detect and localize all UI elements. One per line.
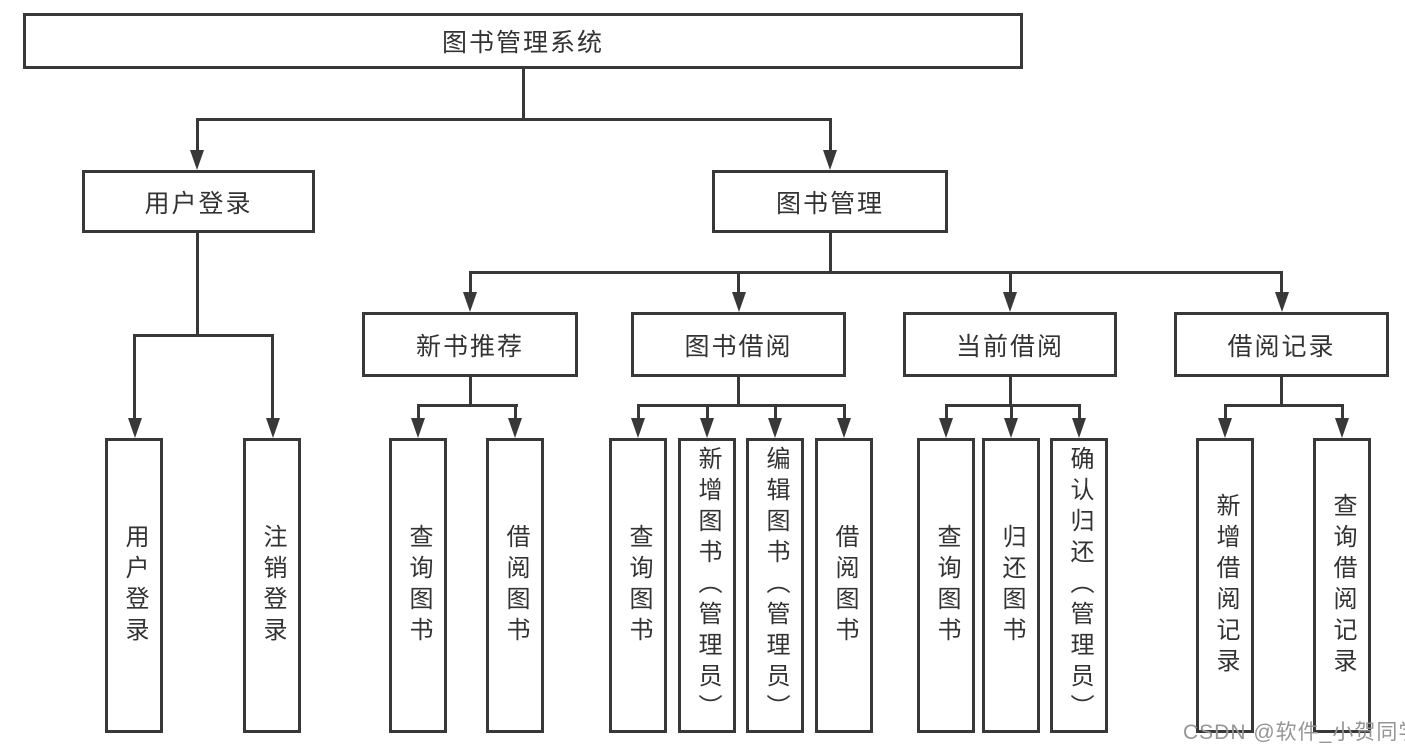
- connector-line: [133, 334, 136, 420]
- node-label: 新增借阅记录: [1212, 492, 1239, 679]
- leaf-return-books: 归还图书: [982, 438, 1040, 733]
- connector-line: [513, 404, 517, 420]
- connector-line: [1008, 377, 1012, 407]
- arrowhead-down-icon: [1335, 418, 1349, 438]
- leaf-confirm-return-admin: 确认归还（管理员）: [1050, 438, 1108, 733]
- leaf-query-books-current: 查询图书: [917, 438, 975, 733]
- leaf-borrow-books: 借阅图书: [815, 438, 873, 733]
- node-user-login: 用户登录: [82, 170, 315, 233]
- arrowhead-down-icon: [411, 418, 425, 438]
- connector-line: [1008, 271, 1012, 294]
- leaf-edit-books-admin: 编辑图书（管理员）: [746, 438, 804, 733]
- connector-line: [944, 404, 1081, 407]
- node-book-management: 图书管理: [712, 170, 948, 233]
- node-label: 查询图书: [405, 523, 432, 648]
- node-label: 图书管理: [775, 189, 884, 218]
- arrowhead-down-icon: [837, 418, 851, 438]
- leaf-query-borrow-record: 查询借阅记录: [1313, 438, 1371, 733]
- arrowhead-down-icon: [1274, 292, 1289, 312]
- arrowhead-down-icon: [508, 418, 522, 438]
- connector-line: [773, 404, 777, 420]
- connector-line: [468, 271, 1283, 274]
- connector-line: [133, 334, 274, 337]
- node-label: 归还图书: [998, 523, 1025, 648]
- connector-line: [1280, 271, 1283, 294]
- node-label: 用户登录: [144, 189, 253, 218]
- arrowhead-down-icon: [1003, 292, 1017, 312]
- connector-line: [636, 404, 640, 420]
- connector-line: [521, 69, 525, 121]
- connector-line: [636, 404, 846, 407]
- node-new-book-recommendation: 新书推荐: [362, 312, 578, 377]
- node-label: 查询图书: [933, 523, 960, 648]
- csdn-watermark: CSDN @软件_小贺同学: [1183, 721, 1405, 744]
- arrowhead-down-icon: [190, 150, 204, 170]
- node-label: 查询借阅记录: [1329, 492, 1356, 679]
- node-label: 查询图书: [625, 523, 652, 648]
- node-borrowing-records: 借阅记录: [1174, 312, 1389, 377]
- arrowhead-down-icon: [823, 150, 837, 170]
- node-label: 当前借阅: [955, 332, 1064, 361]
- connector-line: [828, 233, 832, 274]
- leaf-add-borrow-record: 新增借阅记录: [1196, 438, 1254, 733]
- arrowhead-down-icon: [1004, 418, 1018, 438]
- connector-line: [1077, 404, 1081, 420]
- node-label: 用户登录: [121, 523, 148, 648]
- arrowhead-down-icon: [1072, 418, 1086, 438]
- arrowhead-down-icon: [768, 418, 782, 438]
- node-library-management-system: 图书管理系统: [23, 13, 1023, 69]
- arrowhead-down-icon: [631, 418, 645, 438]
- connector-line: [737, 271, 740, 294]
- connector-line: [468, 271, 472, 294]
- connector-line: [1280, 377, 1283, 407]
- node-label: 借阅图书: [831, 523, 858, 648]
- node-label: 编辑图书（管理员）: [762, 446, 789, 725]
- leaf-borrow-books-recommend: 借阅图书: [486, 438, 544, 733]
- connector-line: [1223, 404, 1344, 407]
- node-label: 借阅记录: [1227, 332, 1336, 361]
- connector-line: [468, 377, 472, 407]
- connector-line: [195, 233, 199, 337]
- arrowhead-down-icon: [700, 418, 714, 438]
- arrowhead-down-icon: [463, 292, 477, 312]
- arrowhead-down-icon: [731, 292, 746, 312]
- leaf-add-books-admin: 新增图书（管理员）: [678, 438, 736, 733]
- leaf-query-books-recommend: 查询图书: [389, 438, 447, 733]
- arrowhead-down-icon: [1218, 418, 1232, 438]
- connector-line: [842, 404, 846, 420]
- connector-line: [944, 404, 948, 420]
- connector-line: [416, 404, 518, 407]
- node-label: 新书推荐: [415, 332, 524, 361]
- leaf-user-login: 用户登录: [105, 438, 163, 733]
- connector-line: [271, 334, 274, 420]
- arrowhead-down-icon: [939, 418, 953, 438]
- node-label: 图书借阅: [684, 332, 793, 361]
- connector-line: [195, 118, 832, 121]
- node-label: 图书管理系统: [441, 29, 604, 57]
- connector-line: [705, 404, 709, 420]
- connector-line: [1223, 404, 1227, 420]
- node-label: 确认归还（管理员）: [1066, 446, 1093, 725]
- arrowhead-down-icon: [265, 418, 280, 438]
- node-label: 新增图书（管理员）: [694, 446, 721, 725]
- node-label: 注销登录: [259, 523, 286, 648]
- connector-line: [1340, 404, 1344, 420]
- connector-line: [195, 118, 199, 152]
- leaf-query-books-borrow: 查询图书: [609, 438, 667, 733]
- arrowhead-down-icon: [127, 418, 142, 438]
- connector-line: [416, 404, 420, 420]
- connector-line: [737, 377, 740, 407]
- node-label: 借阅图书: [502, 523, 529, 648]
- leaf-logout: 注销登录: [243, 438, 301, 733]
- node-current-borrowing: 当前借阅: [903, 312, 1117, 377]
- node-book-borrowing: 图书借阅: [631, 312, 846, 377]
- connector-line: [1009, 404, 1013, 420]
- connector-line: [828, 118, 832, 152]
